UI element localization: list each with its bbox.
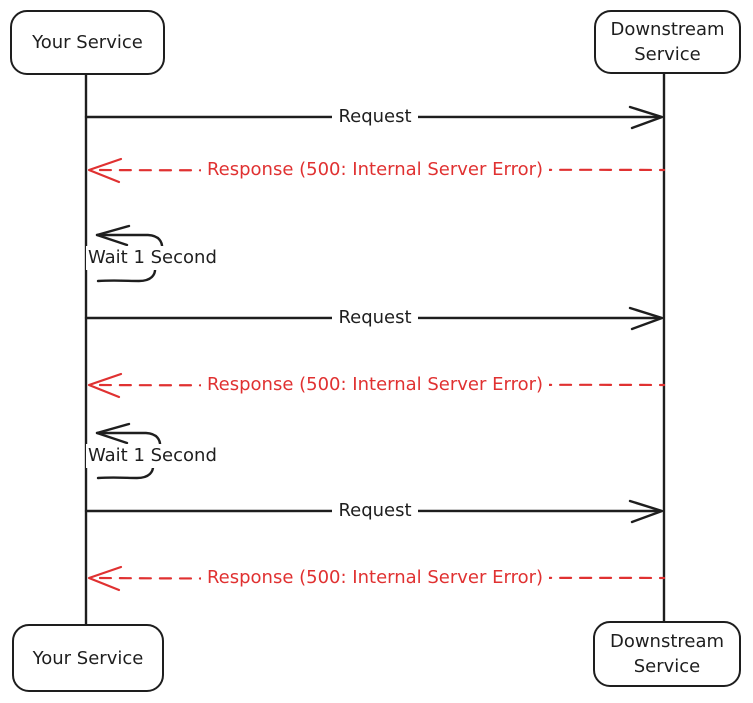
actor-label: Downstream Service: [610, 19, 725, 65]
message-label-request-3: Request: [86, 499, 664, 523]
message-label-request-2: Request: [86, 306, 664, 330]
actor-label: Your Service: [32, 32, 143, 53]
actor-label: Your Service: [32, 647, 144, 669]
message-label-wait-2: Wait 1 Second: [86, 444, 219, 468]
actor-box-downstream-service-top: Downstream Service: [594, 10, 741, 74]
message-label-response-3: Response (500: Internal Server Error): [86, 566, 664, 590]
actor-label: Downstream Service: [609, 631, 725, 677]
message-label-request-1: Request: [86, 105, 664, 129]
actor-box-downstream-service-bottom: Downstream Service: [593, 621, 741, 687]
actor-box-your-service-top: Your Service: [10, 10, 165, 75]
message-label-response-1: Response (500: Internal Server Error): [86, 158, 664, 182]
message-label-wait-1: Wait 1 Second: [86, 246, 219, 270]
actor-box-your-service-bottom: Your Service: [12, 624, 164, 692]
message-label-response-2: Response (500: Internal Server Error): [86, 373, 664, 397]
